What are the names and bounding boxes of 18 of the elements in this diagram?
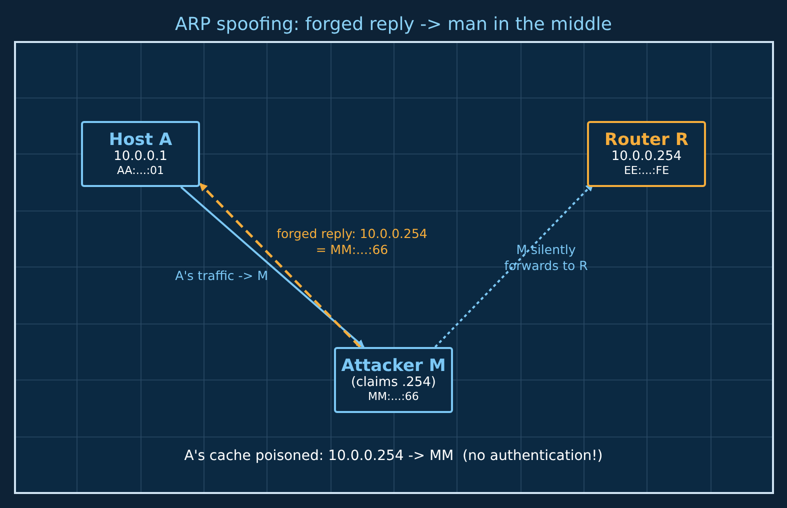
host-box bbox=[81, 121, 200, 187]
address-text: 10.0.0.1 bbox=[114, 149, 168, 164]
edge-label: A's traffic -> M bbox=[174, 268, 268, 284]
diagram-title: ARP spoofing: forged reply -> man in the middle bbox=[174, 13, 613, 37]
mac-text: MM:...:66 bbox=[368, 390, 419, 403]
address-text: (claims .254) bbox=[351, 375, 436, 390]
host-name: Router R bbox=[604, 131, 688, 149]
host-box bbox=[334, 347, 453, 413]
host-box bbox=[587, 121, 706, 187]
note-text: A's cache poisoned: 10.0.0.254 -> MM (no authentication!) bbox=[183, 447, 604, 466]
edge-label: forged reply: 10.0.0.254 = MM:...:66 bbox=[276, 226, 428, 258]
edge-label: M silently forwards to R bbox=[503, 242, 589, 274]
mac-text: AA:...:01 bbox=[116, 164, 164, 177]
arrow bbox=[434, 182, 594, 348]
mac-text: EE:...:FE bbox=[624, 164, 670, 177]
host-name: Attacker M bbox=[341, 357, 446, 375]
host-name: Host A bbox=[108, 131, 172, 149]
address-text: 10.0.0.254 bbox=[611, 149, 682, 164]
